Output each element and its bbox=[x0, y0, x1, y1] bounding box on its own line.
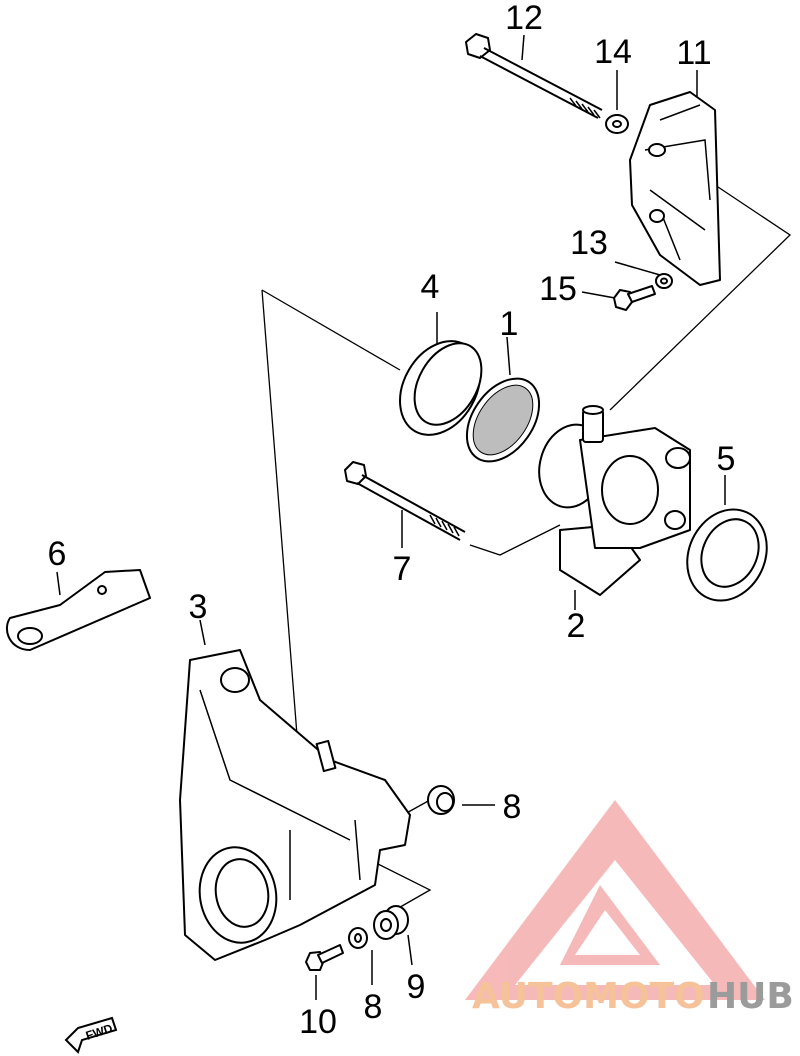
watermark-logo bbox=[465, 800, 765, 1000]
label-part-13: 13 bbox=[570, 224, 608, 262]
label-part-8-upper: 8 bbox=[503, 788, 522, 826]
part-8-washer-lower bbox=[348, 927, 368, 949]
assembly-lines bbox=[56, 34, 792, 1000]
part-9-collar bbox=[373, 905, 409, 940]
label-part-9: 9 bbox=[407, 968, 426, 1006]
label-part-2: 2 bbox=[567, 607, 586, 645]
label-part-5: 5 bbox=[717, 440, 736, 478]
watermark-hub: HUB bbox=[707, 976, 794, 1017]
part-labels: 1 2 3 4 5 6 7 8 8 9 10 11 12 13 14 15 bbox=[48, 0, 736, 1041]
part-12-bolt bbox=[465, 33, 603, 119]
label-part-11: 11 bbox=[676, 34, 711, 72]
part-14-washer bbox=[605, 114, 629, 134]
label-part-14: 14 bbox=[594, 33, 632, 71]
fwd-arrow-icon: FWD bbox=[64, 1016, 118, 1054]
part-15-bolt bbox=[613, 285, 656, 311]
label-part-7: 7 bbox=[393, 550, 412, 588]
label-part-3: 3 bbox=[189, 588, 208, 626]
label-part-12: 12 bbox=[505, 0, 543, 37]
watermark-text: AUTOMOTO HUB bbox=[472, 976, 794, 1017]
label-part-6: 6 bbox=[48, 535, 67, 573]
watermark-auto: AUTOMOTO bbox=[472, 976, 705, 1017]
part-1-filter-screen bbox=[465, 377, 541, 463]
part-3-housing bbox=[179, 649, 411, 961]
part-6-plate bbox=[5, 569, 151, 651]
part-10-bolt bbox=[305, 944, 344, 971]
part-5-seal bbox=[686, 508, 768, 602]
part-4-ring bbox=[399, 340, 483, 436]
label-part-4: 4 bbox=[421, 268, 440, 306]
label-part-10: 10 bbox=[299, 1003, 337, 1041]
label-part-1: 1 bbox=[500, 305, 519, 343]
part-8-grommet-upper bbox=[427, 785, 455, 815]
part-13-washer bbox=[655, 273, 673, 289]
part-11-bracket bbox=[629, 91, 721, 286]
label-part-8-lower: 8 bbox=[364, 988, 383, 1026]
part-7-bolt bbox=[344, 461, 466, 541]
label-part-15: 15 bbox=[539, 270, 577, 308]
part-2-pump-body bbox=[538, 405, 691, 596]
